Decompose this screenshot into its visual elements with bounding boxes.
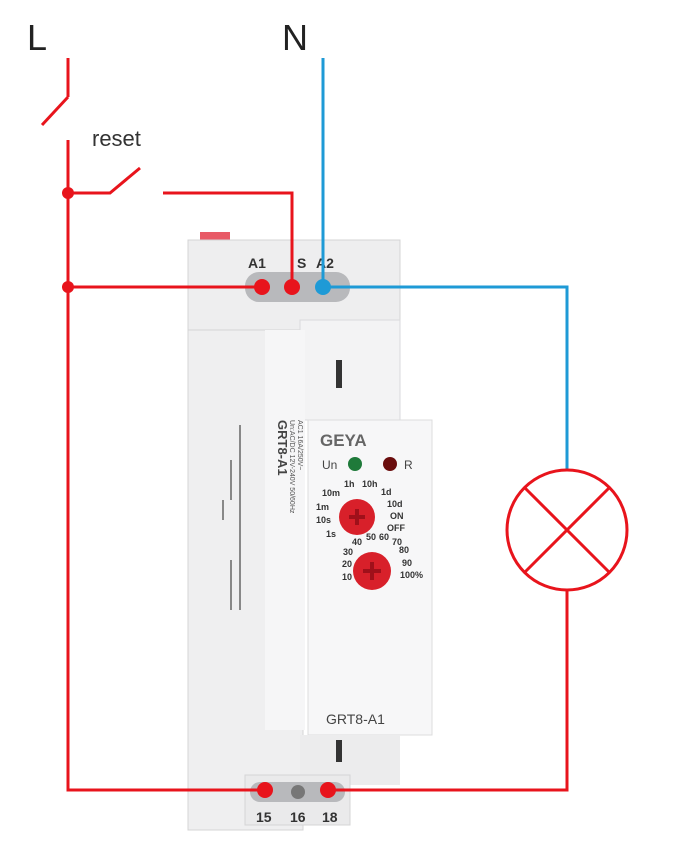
live-wire [40,58,569,792]
wires [40,58,569,792]
power-led [348,457,362,471]
timing-chart-graphic [222,425,241,610]
neutral-label: N [282,17,308,58]
junction-dot [62,187,74,199]
terminal-18-label: 18 [322,809,338,825]
svg-text:1s: 1s [326,529,336,539]
svg-text:70: 70 [392,537,402,547]
svg-text:10h: 10h [362,479,378,489]
led-r-label: R [404,458,413,472]
svg-text:10m: 10m [322,488,340,498]
side-rating-1: Un:AC/DC 12V-240V 50/60Hz [288,420,295,514]
svg-text:20: 20 [342,559,352,569]
svg-text:10d: 10d [387,499,403,509]
svg-text:1h: 1h [344,479,355,489]
line-label: L [27,17,47,58]
terminal-15 [257,782,273,798]
terminal-a1-label: A1 [248,255,266,271]
percent-dial[interactable] [353,552,391,590]
percent-labels: 10 20 30 40 50 60 70 80 90 100% [342,532,423,582]
svg-text:40: 40 [352,537,362,547]
side-rating-2: AC1 16A/250V~ [296,420,303,470]
time-range-labels: 1s 10s 1m 10m 1h 10h 1d 10d ON OFF [316,479,405,539]
lamp-icon [505,468,629,592]
svg-text:100%: 100% [400,570,423,580]
terminal-18 [320,782,336,798]
led-un-label: Un [322,458,337,472]
terminal-16-label: 16 [290,809,306,825]
svg-text:30: 30 [343,547,353,557]
reset-label: reset [92,126,141,151]
neutral-wire [321,58,569,470]
front-model-label: GRT8-A1 [326,711,385,727]
svg-text:60: 60 [379,532,389,542]
relay-led [383,457,397,471]
timer-relay-device: GRT8-A1 Un:AC/DC 12V-240V 50/60Hz AC1 16… [187,232,433,831]
terminal-a1 [254,279,270,295]
svg-text:10: 10 [342,572,352,582]
svg-text:80: 80 [399,545,409,555]
side-model-label: GRT8-A1 [275,420,290,476]
terminal-a2 [315,279,331,295]
terminal-s-label: S [297,255,306,271]
terminal-s [284,279,300,295]
svg-text:ON: ON [390,511,404,521]
svg-text:50: 50 [366,532,376,542]
terminal-a2-label: A2 [316,255,334,271]
svg-text:1d: 1d [381,487,392,497]
svg-text:90: 90 [402,558,412,568]
time-range-dial[interactable] [339,499,375,535]
svg-text:10s: 10s [316,515,331,525]
terminal-15-label: 15 [256,809,272,825]
brand-logo: GEYA [320,431,367,450]
junction-dot [62,281,74,293]
svg-text:OFF: OFF [387,523,405,533]
svg-text:1m: 1m [316,502,329,512]
